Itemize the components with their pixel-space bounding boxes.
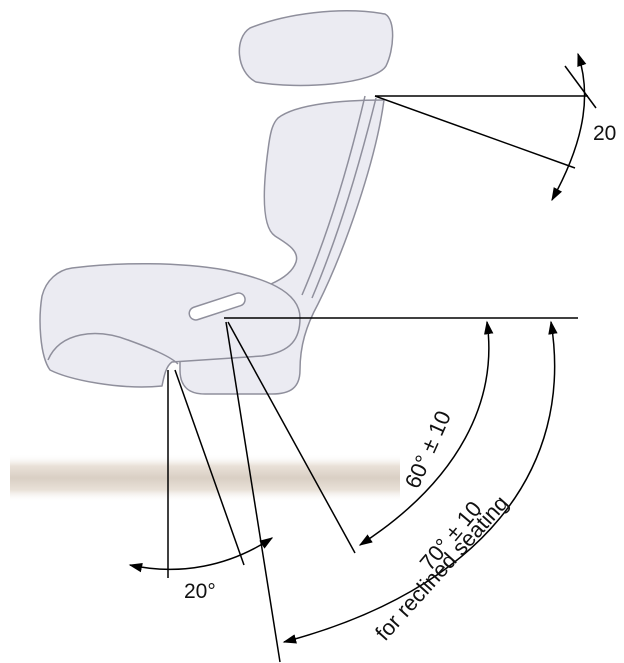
seat-front-contour bbox=[47, 332, 179, 365]
base-angle-label: 20° bbox=[184, 580, 216, 603]
reclined-incline-line bbox=[225, 321, 281, 663]
headrest-angle-arc bbox=[551, 52, 587, 202]
headrest-angle-dimension bbox=[374, 52, 597, 202]
seat-belt-rail-outer bbox=[301, 95, 366, 296]
headrest-angle-label: 20 bbox=[593, 122, 616, 145]
base-angle-dimension bbox=[128, 369, 274, 578]
upright-angle-label: 60° ± 10 bbox=[400, 407, 456, 492]
base-angle-arc bbox=[128, 537, 274, 573]
seat-belt-rail-inner bbox=[311, 97, 377, 299]
backrest-angle-dimensions bbox=[224, 317, 578, 663]
seat-belt-slot bbox=[188, 292, 246, 321]
reclined-note-label: for reclined seating bbox=[370, 490, 513, 645]
headrest-tilt-line bbox=[374, 95, 576, 169]
seat-headrest bbox=[238, 10, 394, 87]
child-seat bbox=[39, 10, 394, 395]
base-tilt-line bbox=[174, 369, 245, 566]
floor-band bbox=[10, 454, 400, 502]
headrest-extension-line bbox=[564, 65, 597, 109]
reclined-angle-arc bbox=[282, 320, 558, 644]
